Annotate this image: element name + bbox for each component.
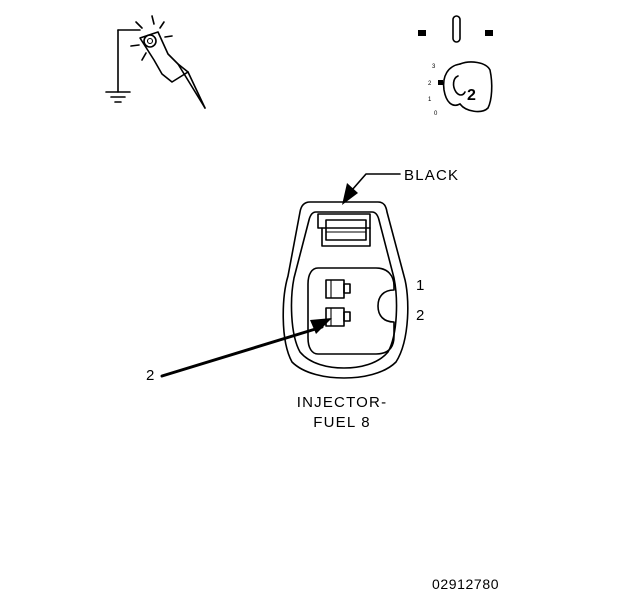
key-position-2: 2 (428, 81, 432, 87)
ignition-key-switch-icon: 2 3 2 1 0 (418, 15, 493, 117)
key-position-3: 3 (432, 64, 436, 70)
pin-2-callout: 2 (146, 318, 332, 384)
figure-number: 02912780 (432, 576, 499, 592)
key-position-0: 0 (434, 111, 438, 117)
component-name-line1: INJECTOR- (297, 394, 388, 411)
wire-color-label: BLACK (404, 167, 459, 184)
callout-pin-label: 2 (146, 367, 155, 384)
ignition-position-label: 2 (467, 87, 476, 104)
test-probe-ground-icon (105, 15, 206, 109)
wire-color-callout: BLACK (342, 167, 459, 205)
pin-1-label: 1 (416, 277, 425, 294)
pin-2-label: 2 (416, 307, 425, 324)
key-position-1: 1 (428, 97, 432, 103)
connector-body (282, 201, 409, 379)
component-name-line2: FUEL 8 (313, 414, 371, 431)
